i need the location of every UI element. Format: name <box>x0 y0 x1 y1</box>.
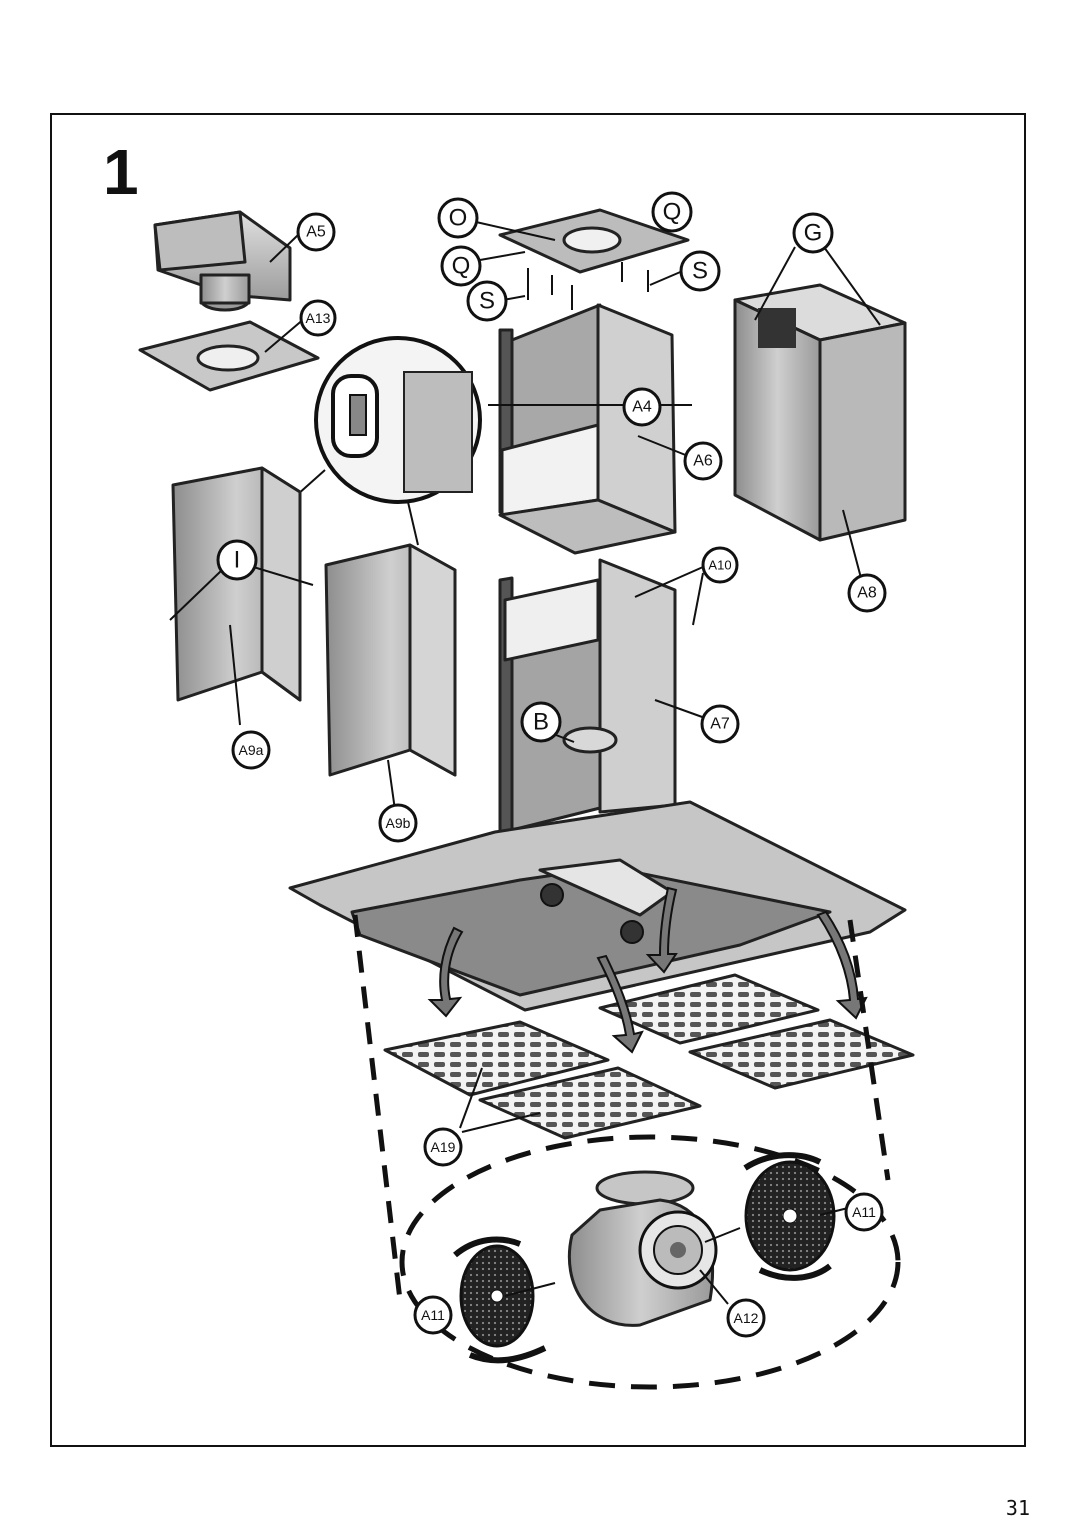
outer-chimney-upper <box>733 283 907 542</box>
callout-a12: A12 <box>726 1298 766 1338</box>
grease-filters <box>383 973 915 1140</box>
rotation-arrows <box>453 1152 832 1364</box>
svg-text:O: O <box>449 205 468 232</box>
svg-text:A11: A11 <box>421 1307 445 1323</box>
a5-adapter <box>153 210 292 312</box>
callout-a8: A8 <box>847 573 887 613</box>
svg-text:A9a: A9a <box>239 742 264 758</box>
callout-a6: A6 <box>683 441 723 481</box>
callout-a9a: A9a <box>231 730 271 770</box>
callout-a7: A7 <box>700 704 740 744</box>
svg-text:A10: A10 <box>708 558 731 573</box>
dashed-outline <box>352 914 901 1390</box>
svg-text:Q: Q <box>663 199 682 226</box>
detail-magnifier <box>296 336 482 546</box>
svg-text:A4: A4 <box>632 399 652 416</box>
a13-plate <box>138 320 320 392</box>
svg-text:A11: A11 <box>852 1204 876 1220</box>
svg-text:A7: A7 <box>710 716 730 733</box>
leader-lines <box>169 221 881 1305</box>
blower-assembly <box>567 1170 718 1327</box>
svg-text:A12: A12 <box>734 1310 759 1326</box>
svg-text:S: S <box>692 258 708 285</box>
callout-a4: A4 <box>622 387 662 427</box>
callout-q-top: Q <box>651 191 693 233</box>
svg-text:B: B <box>533 709 549 736</box>
svg-text:G: G <box>804 220 823 247</box>
callout-o: O <box>437 197 479 239</box>
svg-text:A6: A6 <box>693 453 713 470</box>
svg-text:A19: A19 <box>431 1139 456 1155</box>
callout-a13: A13 <box>299 299 337 337</box>
svg-text:S: S <box>479 288 495 315</box>
callout-b: B <box>520 701 562 743</box>
callout-a19: A19 <box>423 1127 463 1167</box>
carbon-filter-left <box>459 1244 556 1348</box>
svg-text:A5: A5 <box>306 224 326 241</box>
ceiling-bracket <box>498 208 690 310</box>
callout-a10: A10 <box>701 546 739 584</box>
svg-text:Q: Q <box>452 253 471 280</box>
svg-text:A13: A13 <box>306 310 331 326</box>
figure-number: 1 <box>103 136 139 208</box>
callout-a11-left: A11 <box>413 1295 453 1335</box>
svg-text:A8: A8 <box>857 585 877 602</box>
callout-s-left: S <box>466 280 508 322</box>
a7-lower-frame <box>498 558 677 834</box>
svg-text:I: I <box>234 547 241 574</box>
svg-text:A9b: A9b <box>386 815 411 831</box>
carbon-filter-right <box>704 1160 836 1272</box>
figure-frame <box>50 113 1026 1447</box>
down-arrows <box>427 886 868 1054</box>
callout-a5: A5 <box>296 212 336 252</box>
callout-g: G <box>792 212 834 254</box>
callout-s-right: S <box>679 250 721 292</box>
a9a-panel <box>171 466 302 702</box>
callout-a11-right: A11 <box>844 1192 884 1232</box>
callout-i: I <box>216 539 258 581</box>
callout-q-left: Q <box>440 245 482 287</box>
a6-upper-frame <box>498 303 677 555</box>
callout-a9b: A9b <box>378 803 418 843</box>
a9b-panel <box>324 543 457 777</box>
page-number: 31 <box>1005 1496 1030 1520</box>
